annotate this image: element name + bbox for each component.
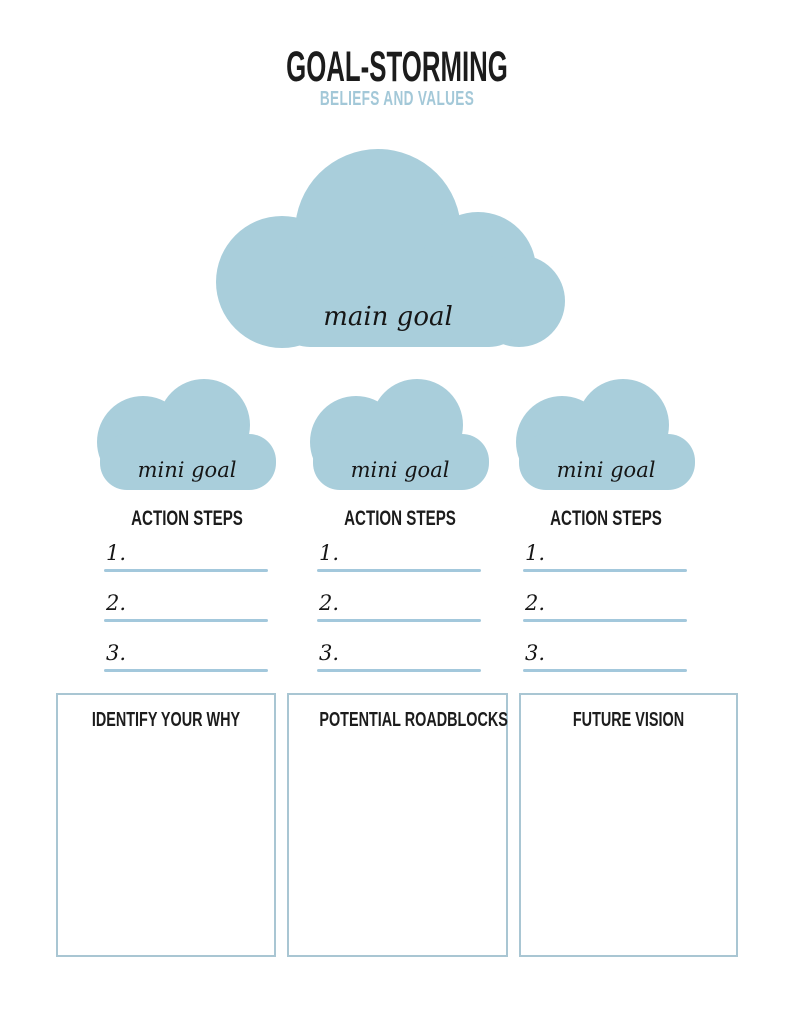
step-number: 2.: [525, 591, 546, 615]
step-fill-line[interactable]: [523, 619, 687, 622]
action-steps-header: ACTION STEPS: [550, 507, 662, 530]
box-future-vision: FUTURE VISION: [519, 693, 738, 957]
step-fill-line[interactable]: [523, 669, 687, 672]
mini-goal-cloud-3[interactable]: mini goal: [515, 378, 697, 490]
step-fill-line[interactable]: [317, 669, 481, 672]
step-number: 1.: [525, 541, 546, 565]
action-step-row: 1.: [317, 540, 481, 576]
page-title: GOAL-STORMING: [286, 43, 508, 91]
action-step-row: 3.: [317, 640, 481, 676]
step-number: 3.: [525, 641, 546, 665]
main-cloud-shape: [216, 149, 565, 348]
action-step-row: 1.: [104, 540, 268, 576]
box-writing-area[interactable]: [521, 739, 736, 955]
step-fill-line[interactable]: [317, 569, 481, 572]
step-number: 3.: [319, 641, 340, 665]
main-goal-label: main goal: [323, 302, 453, 332]
box-title: POTENTIAL ROADBLOCKS: [319, 709, 508, 731]
box-title: IDENTIFY YOUR WHY: [91, 709, 241, 731]
page-subtitle: BELIEFS AND VALUES: [319, 88, 475, 110]
goal-column-2: mini goal ACTION STEPS 1. 2. 3.: [309, 378, 491, 688]
mini-goal-label: mini goal: [350, 458, 450, 482]
mini-goal-cloud-1[interactable]: mini goal: [96, 378, 278, 490]
box-writing-area[interactable]: [289, 739, 506, 955]
goal-column-1: mini goal ACTION STEPS 1. 2. 3.: [96, 378, 278, 688]
action-step-row: 3.: [523, 640, 687, 676]
mini-cloud-shape: [310, 379, 489, 490]
action-step-row: 2.: [104, 590, 268, 626]
step-number: 2.: [319, 591, 340, 615]
action-steps-header: ACTION STEPS: [344, 507, 456, 530]
step-fill-line[interactable]: [104, 569, 268, 572]
step-number: 3.: [106, 641, 127, 665]
main-goal-cloud[interactable]: main goal: [210, 148, 566, 348]
step-fill-line[interactable]: [104, 619, 268, 622]
step-fill-line[interactable]: [317, 619, 481, 622]
step-fill-line[interactable]: [523, 569, 687, 572]
goal-column-3: mini goal ACTION STEPS 1. 2. 3.: [515, 378, 697, 688]
action-steps-header: ACTION STEPS: [131, 507, 243, 530]
step-number: 2.: [106, 591, 127, 615]
step-fill-line[interactable]: [104, 669, 268, 672]
action-step-row: 2.: [523, 590, 687, 626]
step-number: 1.: [319, 541, 340, 565]
box-writing-area[interactable]: [58, 739, 274, 955]
step-number: 1.: [106, 541, 127, 565]
mini-goal-label: mini goal: [137, 458, 237, 482]
box-potential-roadblocks: POTENTIAL ROADBLOCKS: [287, 693, 508, 957]
mini-cloud-shape: [97, 379, 276, 490]
mini-goal-cloud-2[interactable]: mini goal: [309, 378, 491, 490]
box-identify-your-why: IDENTIFY YOUR WHY: [56, 693, 276, 957]
mini-cloud-shape: [516, 379, 695, 490]
mini-goal-label: mini goal: [556, 458, 656, 482]
action-step-row: 3.: [104, 640, 268, 676]
action-step-row: 2.: [317, 590, 481, 626]
action-step-row: 1.: [523, 540, 687, 576]
box-title: FUTURE VISION: [572, 709, 685, 731]
